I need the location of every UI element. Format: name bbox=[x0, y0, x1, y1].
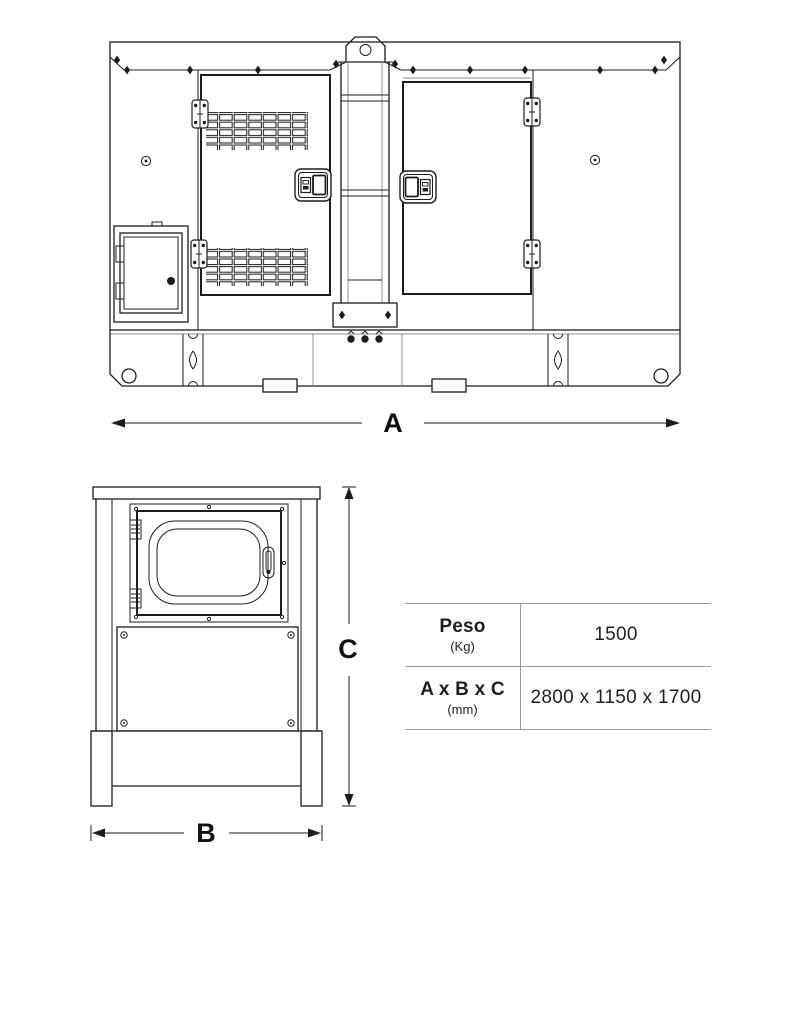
dimensions-label: A x B x C bbox=[420, 679, 505, 700]
wall-screw-icon bbox=[140, 155, 152, 167]
panel-screw-icon bbox=[287, 631, 295, 639]
dimension-b-label: B bbox=[196, 818, 216, 848]
spec-row-dimensions: A x B x C (mm) 2800 x 1150 x 1700 bbox=[405, 666, 711, 729]
panel-screw-icon bbox=[120, 631, 128, 639]
latch-icon bbox=[399, 170, 437, 204]
center-column bbox=[332, 62, 398, 344]
left-door bbox=[190, 74, 332, 296]
dimensions-unit: (mm) bbox=[447, 702, 478, 717]
panel-screw-icon bbox=[120, 719, 128, 727]
door-hinge-icon bbox=[129, 588, 142, 609]
lower-panel bbox=[116, 626, 299, 732]
rear-door bbox=[129, 503, 289, 623]
dimensions-value: 2800 x 1150 x 1700 bbox=[530, 687, 702, 708]
outer-walls bbox=[95, 499, 318, 731]
dimension-a: A bbox=[111, 408, 680, 438]
dimension-c: C bbox=[338, 486, 358, 807]
control-box bbox=[113, 221, 189, 323]
bracket-slot bbox=[189, 350, 197, 370]
hinge-icon bbox=[191, 99, 209, 129]
panel-screw-icon bbox=[287, 719, 295, 727]
spec-row-weight: Peso (Kg) 1500 bbox=[405, 604, 711, 666]
spec-table: Peso (Kg) 1500 A x B x C (mm) 2800 x 115… bbox=[405, 603, 711, 730]
forklift-pocket bbox=[431, 378, 467, 393]
latch-icon bbox=[294, 168, 332, 202]
dimensions-label-cell: A x B x C (mm) bbox=[405, 667, 521, 729]
dimension-b: B bbox=[90, 818, 323, 848]
weight-label-cell: Peso (Kg) bbox=[405, 604, 521, 666]
forklift-pocket bbox=[262, 378, 298, 393]
door-frame-posts bbox=[197, 70, 534, 330]
door-handle-icon bbox=[262, 546, 275, 579]
right-door bbox=[399, 77, 541, 295]
louver-grid-top bbox=[206, 112, 308, 150]
hinge-icon bbox=[523, 97, 541, 127]
front-view: C B bbox=[90, 486, 358, 848]
hinge-icon bbox=[190, 239, 208, 269]
dimension-c-label: C bbox=[338, 634, 358, 664]
weight-unit: (Kg) bbox=[450, 639, 475, 654]
inner-walls bbox=[111, 499, 302, 731]
dimension-a-label: A bbox=[383, 408, 403, 438]
bracket-slot bbox=[554, 350, 562, 370]
lifting-hole bbox=[653, 368, 669, 384]
side-view: A bbox=[109, 36, 681, 438]
hinge-icon bbox=[523, 239, 541, 269]
wall-screw-icon bbox=[589, 154, 601, 166]
weight-label: Peso bbox=[439, 616, 486, 637]
frame-screws bbox=[133, 504, 287, 622]
lifting-eye-icon bbox=[329, 36, 402, 71]
base-legs bbox=[90, 730, 323, 807]
louver-grid-bottom bbox=[206, 248, 308, 286]
lifting-hole bbox=[121, 368, 137, 384]
enclosure-body bbox=[109, 41, 681, 331]
base-frame bbox=[109, 330, 681, 393]
door-hinge-icon bbox=[129, 519, 142, 540]
roof-slab bbox=[92, 486, 321, 500]
weight-value: 1500 bbox=[594, 624, 638, 645]
column-base-bolts bbox=[346, 330, 384, 344]
